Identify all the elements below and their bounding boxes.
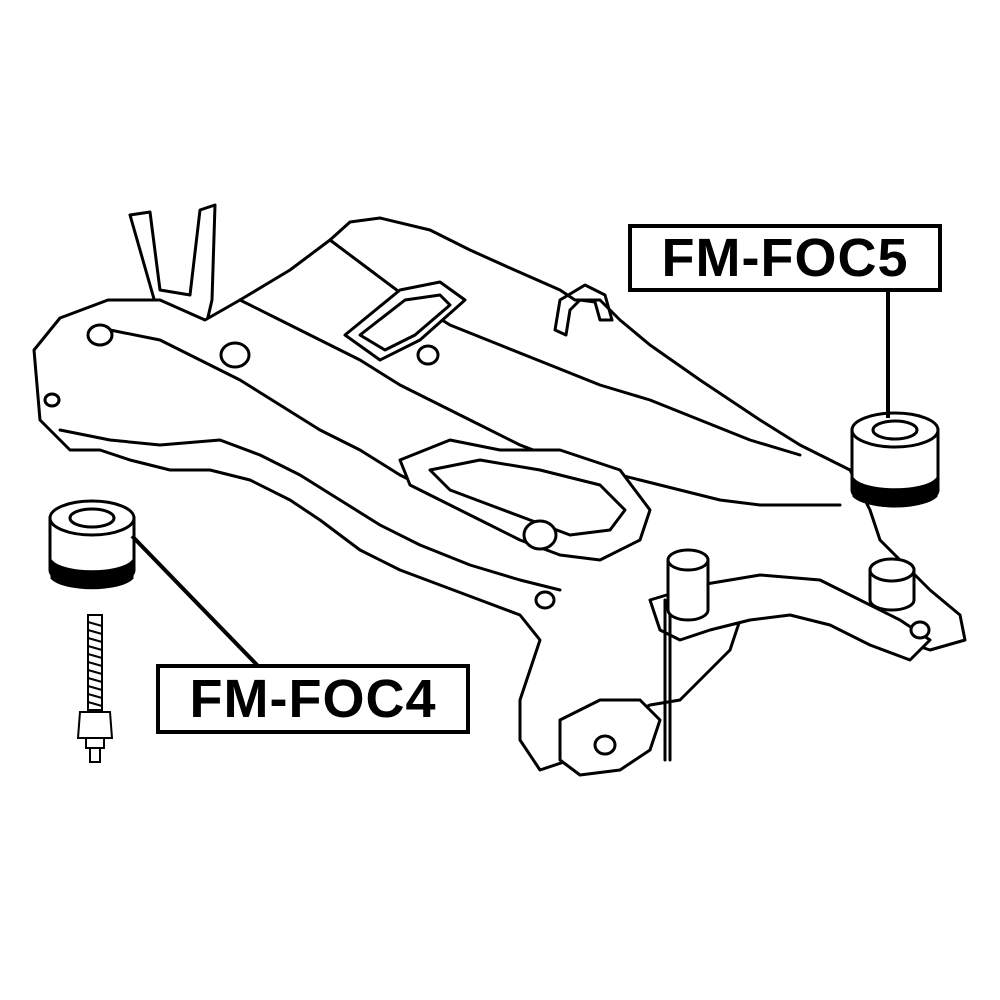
center-gusset (398, 438, 652, 562)
mount-pad-inner (358, 293, 452, 352)
bushing-icon (666, 558, 710, 622)
subframe-holes (43, 323, 931, 756)
leader-lines (130, 292, 890, 668)
subframe-hole (534, 590, 556, 610)
hook-bracket (553, 283, 614, 337)
rail-top-line-2 (328, 238, 802, 457)
rail-inner-line (58, 428, 562, 592)
bushing-icon-fm-foc4 (48, 499, 136, 590)
subframe-drawing (32, 203, 967, 777)
subframe-hole (909, 620, 931, 640)
subframe-hole (219, 341, 251, 369)
bushing-icon-top (868, 557, 916, 583)
subframe-hole (86, 323, 114, 347)
part-label-fm-foc4: FM-FOC4 (156, 664, 470, 734)
center-gusset-inner (428, 458, 627, 537)
bushing-icon-fm-foc5 (850, 411, 940, 508)
rear-crossbrace (648, 573, 932, 662)
subframe-hole (593, 734, 617, 756)
leader-line-fm-foc4 (130, 534, 260, 668)
mount-pad (343, 280, 467, 362)
part-label-fm-foc5: FM-FOC5 (628, 224, 942, 292)
subframe-hole (43, 392, 61, 408)
subframe-hole (416, 344, 440, 366)
bolt-icon (76, 614, 114, 763)
subframe-bolt (663, 598, 672, 762)
bushing-icon-top (666, 548, 710, 572)
mounted-bushings (666, 548, 916, 622)
subframe-hole (522, 519, 558, 551)
